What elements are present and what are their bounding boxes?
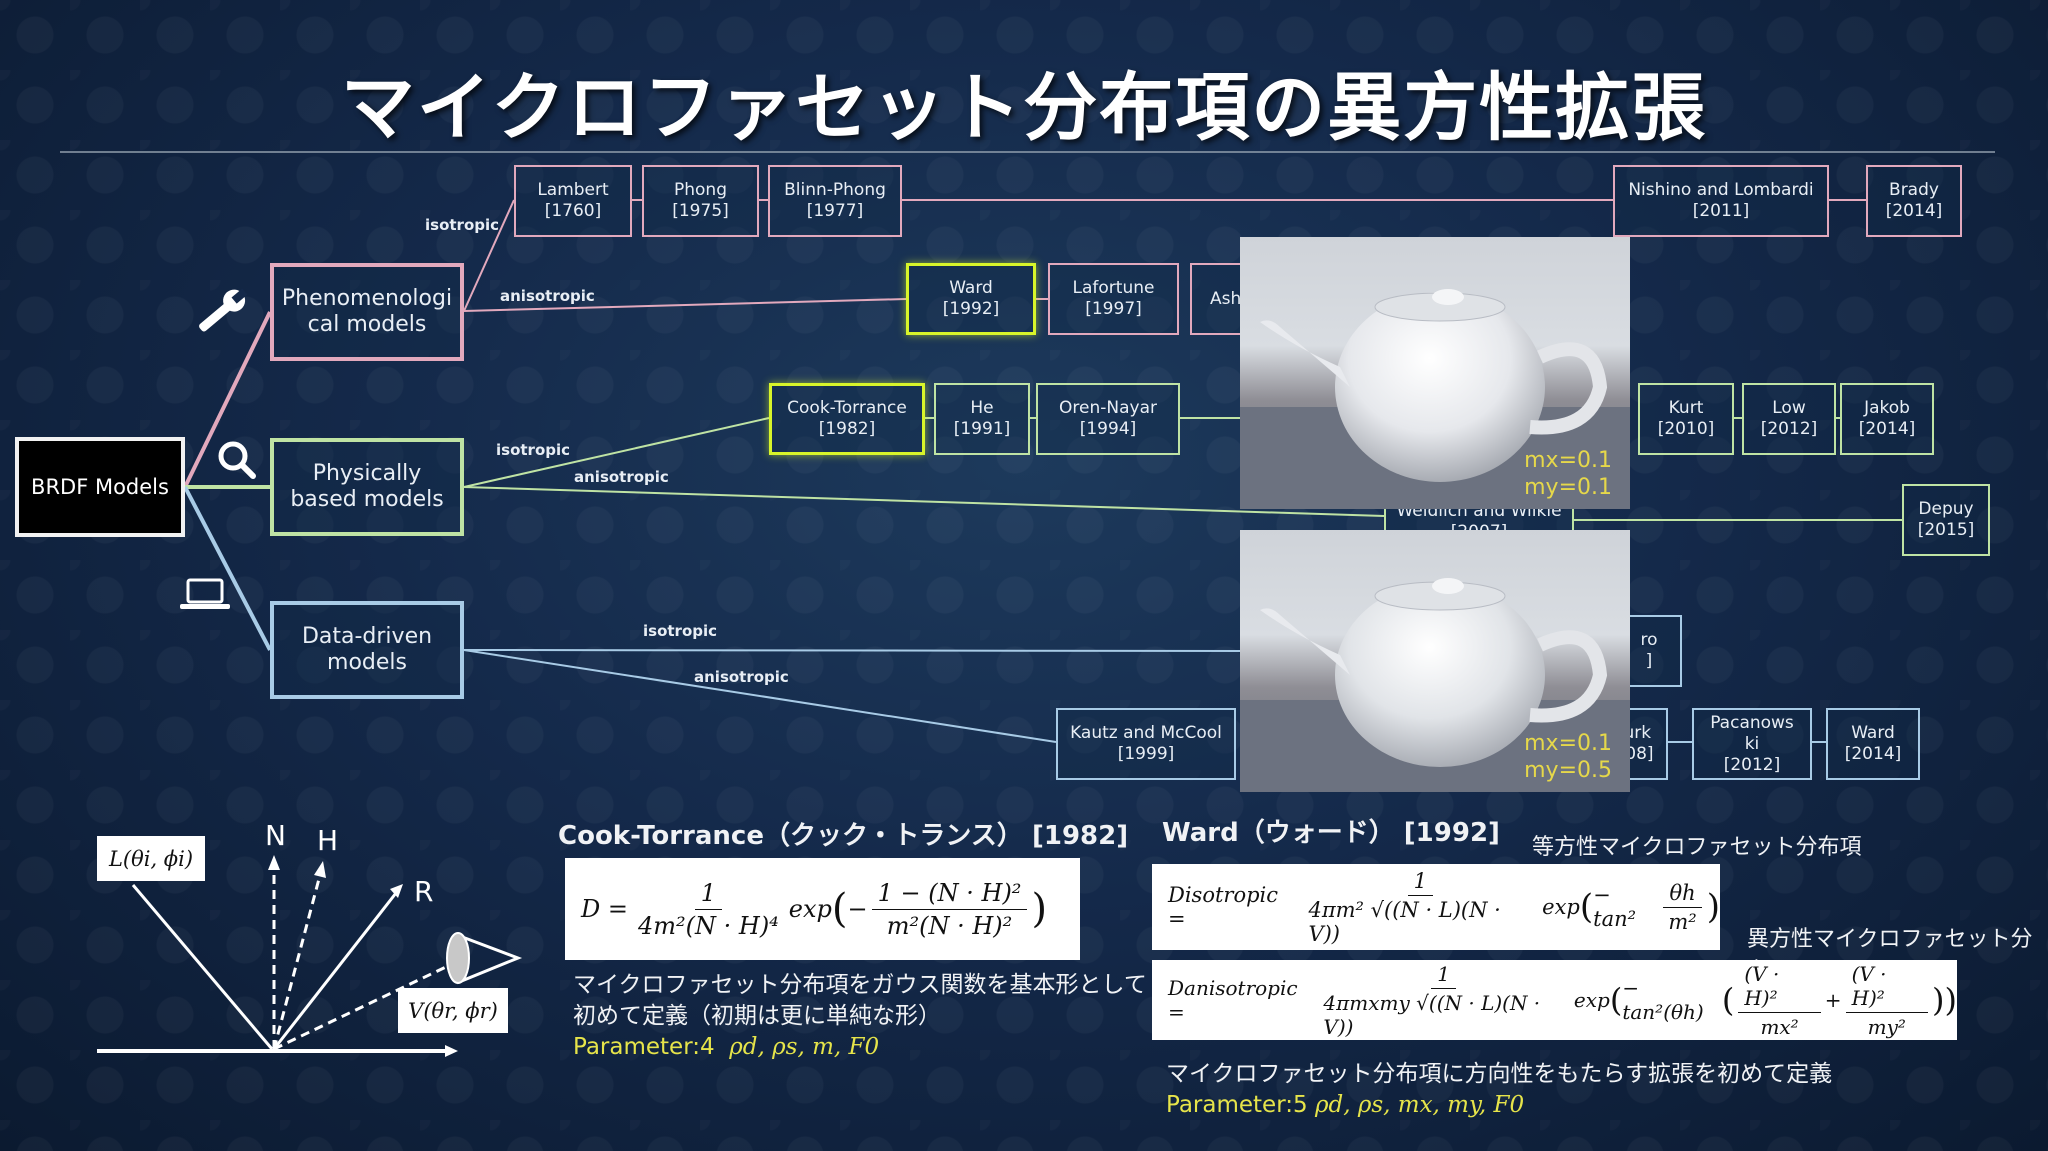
connector-data-iso [463,649,1241,652]
wrench-icon [199,288,248,332]
connector-data-aniso [463,649,1057,743]
label-anisotropic-phys: anisotropic [574,468,669,486]
magnifier-icon [218,441,256,479]
cook-torrance-description: マイクロファセット分布項をガウス関数を基本形として 初めて定義（初期は更に単純な… [573,972,1147,1029]
node-low: Low [2012] [1742,383,1836,455]
node-lafortune: Lafortune [1997] [1048,263,1179,335]
cook-torrance-title: Cook-Torrance（クック・トランス） [1982] [558,821,1129,851]
label-isotropic-data: isotropic [643,622,718,640]
connector-phys-iso [463,417,770,488]
half-vector-label: H [317,824,339,857]
connector-phen-iso [463,199,515,312]
node-ward: Ward [1992] [906,263,1036,335]
ward-description: マイクロファセット分布項に方向性をもたらす拡張を初めて定義 [1166,1061,1833,1087]
isotropic-distribution-label: 等方性マイクロファセット分布項 [1532,835,1862,860]
connector-root-data [183,486,272,651]
node-kurt: Kurt [2010] [1638,383,1734,455]
node-cook-torrance: Cook-Torrance [1982] [769,383,925,455]
connector-root-phen [183,311,272,488]
node-phong: Phong [1975] [642,165,759,237]
connector-phen-aniso [463,298,907,312]
label-anisotropic-data: anisotropic [694,668,789,686]
node-oren-nayar: Oren-Nayar [1994] [1036,383,1180,455]
node-brady: Brady [2014] [1866,165,1962,237]
normal-label: N [265,819,286,852]
node-blinn-phong: Blinn-Phong [1977] [768,165,902,237]
reflection-diagram [97,855,523,1057]
category-phenomenological: Phenomenologi cal models [270,263,464,361]
view-direction-label: V(θr, ϕr) [398,988,508,1033]
slide-title: マイクロファセット分布項の異方性拡張 [340,65,1708,151]
teapot-image [1240,289,1630,509]
teapot-readout-2: mx=0.1 my=0.5 [1524,731,1612,783]
node-depuy: Depuy [2015] [1902,484,1990,556]
node-nishino-lombardi: Nishino and Lombardi [2011] [1613,165,1829,237]
teapot-image [1240,578,1630,792]
ward-title: Ward（ウォード） [1992] [1162,818,1500,848]
node-kautz-mccool: Kautz and McCool [1999] [1056,708,1236,780]
ward-parameters: Parameter:5 ρd, ρs, mx, my, F0 [1166,1092,1525,1118]
connector-phys-aniso [463,486,1385,517]
title-divider [60,151,1995,153]
root-node: BRDF Models [15,437,185,537]
teapot-readout-1: mx=0.1 my=0.1 [1524,448,1612,500]
node-ward-2014: Ward [2014] [1826,708,1920,780]
node-pacanowski: Pacanows ki [2012] [1692,708,1812,780]
category-physically-based: Physically based models [270,438,464,536]
node-he: He [1991] [934,383,1030,455]
label-isotropic-phys: isotropic [496,441,571,459]
cook-torrance-parameters: Parameter:4 ρd, ρs, m, F0 [573,1034,880,1060]
reflection-label: R [414,875,434,908]
label-anisotropic-phen: anisotropic [500,287,595,305]
teapot-render-anisotropic: mx=0.1 my=0.5 [1240,530,1630,792]
teapot-render-isotropic: mx=0.1 my=0.1 [1240,237,1630,509]
category-data-driven: Data-driven models [270,601,464,699]
laptop-icon [180,578,230,609]
label-isotropic-phen: isotropic [425,216,500,234]
node-jakob: Jakob [2014] [1840,383,1934,455]
light-direction-label: L(θi, ϕi) [97,836,205,881]
node-lambert: Lambert [1760] [514,165,632,237]
